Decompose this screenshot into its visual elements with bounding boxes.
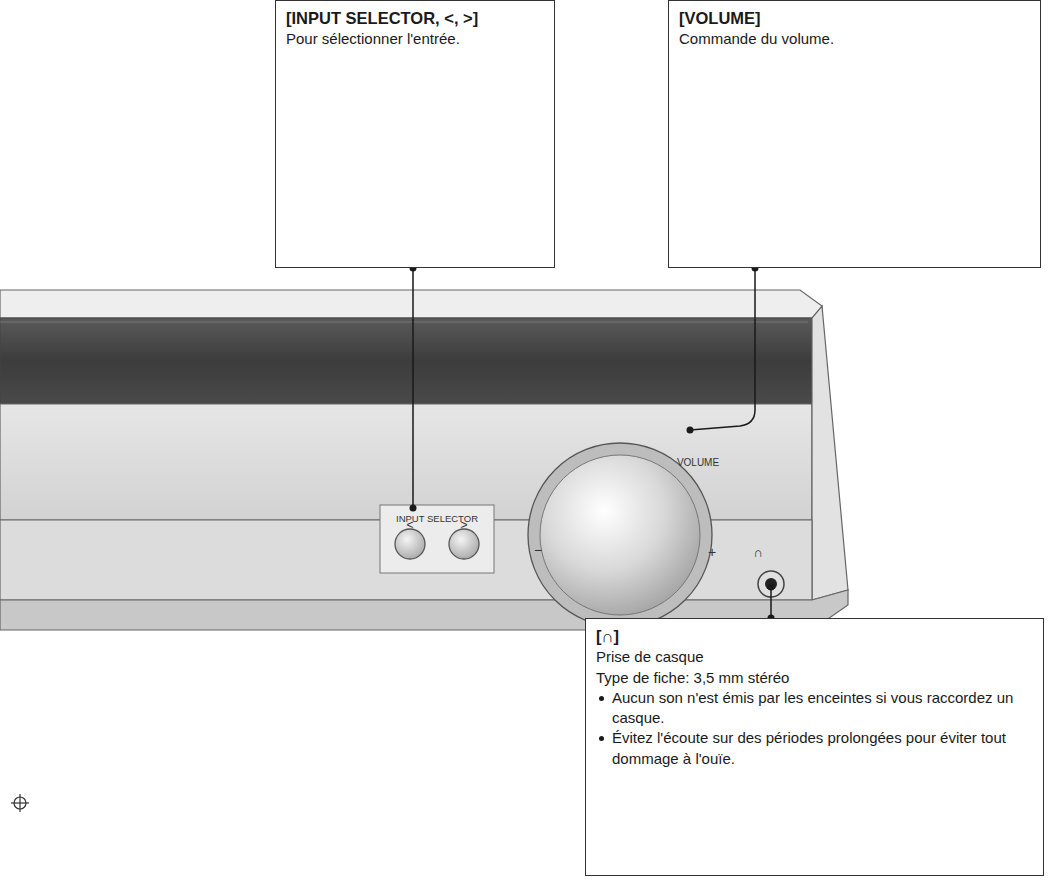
leader-line — [770, 587, 772, 618]
leader-dot — [768, 584, 775, 591]
callout-text: Prise de casque — [596, 647, 1033, 667]
panel-marking: > — [460, 518, 467, 532]
callout-box: [INPUT SELECTOR, <, >]Pour sélectionner … — [275, 0, 555, 268]
callout-box: [VOLUME]Commande du volume. — [668, 0, 1041, 268]
selector-panel — [380, 505, 494, 573]
bullet-note: Évitez l'écoute sur des périodes prolong… — [596, 728, 1033, 769]
panel-marking: ∩ — [753, 545, 762, 560]
leader-dot — [410, 505, 417, 512]
panel-marking: + — [708, 544, 716, 560]
callout-box: [∩]Prise de casqueType de fiche: 3,5 mm … — [585, 618, 1044, 876]
callout-text: Type de fiche: 3,5 mm stéréo — [596, 668, 1033, 688]
volume-knob — [540, 455, 700, 615]
bullet-note: Aucun son n'est émis par les enceintes s… — [596, 688, 1033, 729]
button-left — [395, 529, 425, 559]
leader-line — [690, 268, 755, 430]
side-bevel — [812, 306, 848, 600]
display-edge — [0, 322, 808, 323]
headphone-jack — [765, 578, 777, 590]
registration-mark — [11, 794, 29, 812]
panel-marking: − — [534, 542, 542, 558]
leader-line — [412, 268, 414, 508]
display-window — [0, 318, 812, 404]
callout-heading: [∩] — [596, 625, 1033, 647]
callout-heading: [VOLUME] — [679, 7, 1030, 29]
callout-heading: [INPUT SELECTOR, <, >] — [286, 7, 544, 29]
panel-marking: < — [406, 518, 413, 532]
button-right — [449, 529, 479, 559]
top-surface — [0, 290, 822, 318]
knob-ring — [528, 443, 712, 627]
callout-text: Commande du volume. — [679, 29, 1030, 49]
leader-dot — [687, 427, 694, 434]
panel-marking: VOLUME — [677, 457, 719, 468]
callout-text: Pour sélectionner l'entrée. — [286, 29, 544, 49]
